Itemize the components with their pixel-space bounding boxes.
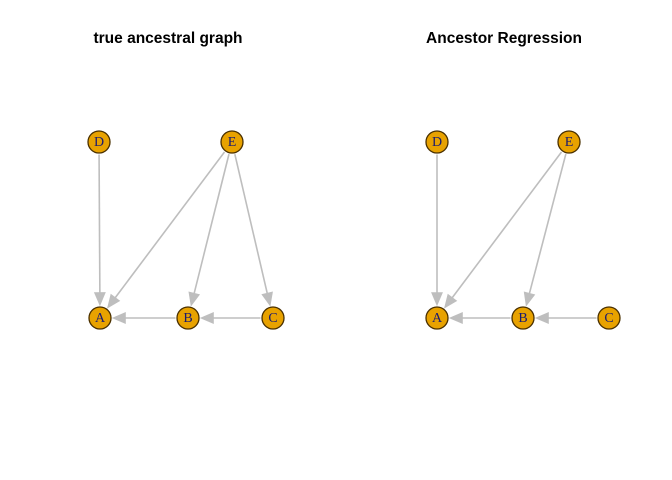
edge-e-to-a [444, 151, 563, 309]
edge-layer [93, 151, 273, 324]
arrowhead-icon [93, 292, 106, 307]
graph-node-e[interactable]: E [220, 130, 244, 154]
edge-b-to-a [448, 312, 511, 324]
edge-layer [431, 151, 597, 324]
edge-b-to-a [111, 312, 176, 324]
panel-title-left: true ancestral graph [93, 30, 243, 47]
node-layer: D E A B C [425, 130, 621, 330]
graph-node-c[interactable]: C [597, 306, 621, 330]
edge-line [528, 153, 567, 294]
arrowhead-icon [107, 293, 121, 309]
graph-node-b[interactable]: B [176, 306, 200, 330]
node-circle[interactable] [425, 130, 449, 154]
edge-line [193, 153, 230, 294]
graph-true-ancestral-graph: D E A B C [87, 130, 285, 330]
node-circle[interactable] [88, 306, 112, 330]
arrowhead-icon [261, 291, 273, 307]
arrowhead-icon [188, 291, 201, 307]
edge-e-to-b [188, 153, 230, 307]
arrowhead-icon [444, 293, 458, 309]
node-circle[interactable] [87, 130, 111, 154]
node-circle[interactable] [511, 306, 535, 330]
node-circle[interactable] [597, 306, 621, 330]
node-circle[interactable] [220, 130, 244, 154]
graph-ancestor-regression: D E A B C [425, 130, 621, 330]
panel-true-ancestral-graph: true ancestral graph D E A B C [87, 30, 285, 330]
arrowhead-icon [431, 292, 443, 307]
arrowhead-icon [199, 312, 214, 324]
edge-e-to-a [107, 151, 226, 309]
graph-node-b[interactable]: B [511, 306, 535, 330]
graph-node-a[interactable]: A [425, 306, 449, 330]
edge-line [234, 153, 268, 294]
graph-node-d[interactable]: D [87, 130, 111, 154]
edge-e-to-c [234, 153, 273, 307]
edge-e-to-b [523, 153, 567, 307]
edge-c-to-b [199, 312, 261, 324]
node-circle[interactable] [425, 306, 449, 330]
edge-c-to-b [534, 312, 597, 324]
edge-d-to-a [431, 154, 443, 307]
graph-node-c[interactable]: C [261, 306, 285, 330]
edge-line [114, 151, 226, 299]
edge-line [98, 154, 101, 293]
node-circle[interactable] [557, 130, 581, 154]
arrowhead-icon [534, 312, 549, 324]
arrowhead-icon [523, 291, 536, 307]
graph-node-d[interactable]: D [425, 130, 449, 154]
graph-node-a[interactable]: A [88, 306, 112, 330]
node-circle[interactable] [176, 306, 200, 330]
edge-line [451, 151, 563, 299]
graph-node-e[interactable]: E [557, 130, 581, 154]
panel-title-right: Ancestor Regression [426, 30, 582, 47]
arrowhead-icon [448, 312, 463, 324]
arrowhead-icon [111, 312, 126, 324]
node-circle[interactable] [261, 306, 285, 330]
edge-d-to-a [93, 154, 106, 307]
panel-ancestor-regression: Ancestor Regression D E A B C [336, 0, 672, 480]
